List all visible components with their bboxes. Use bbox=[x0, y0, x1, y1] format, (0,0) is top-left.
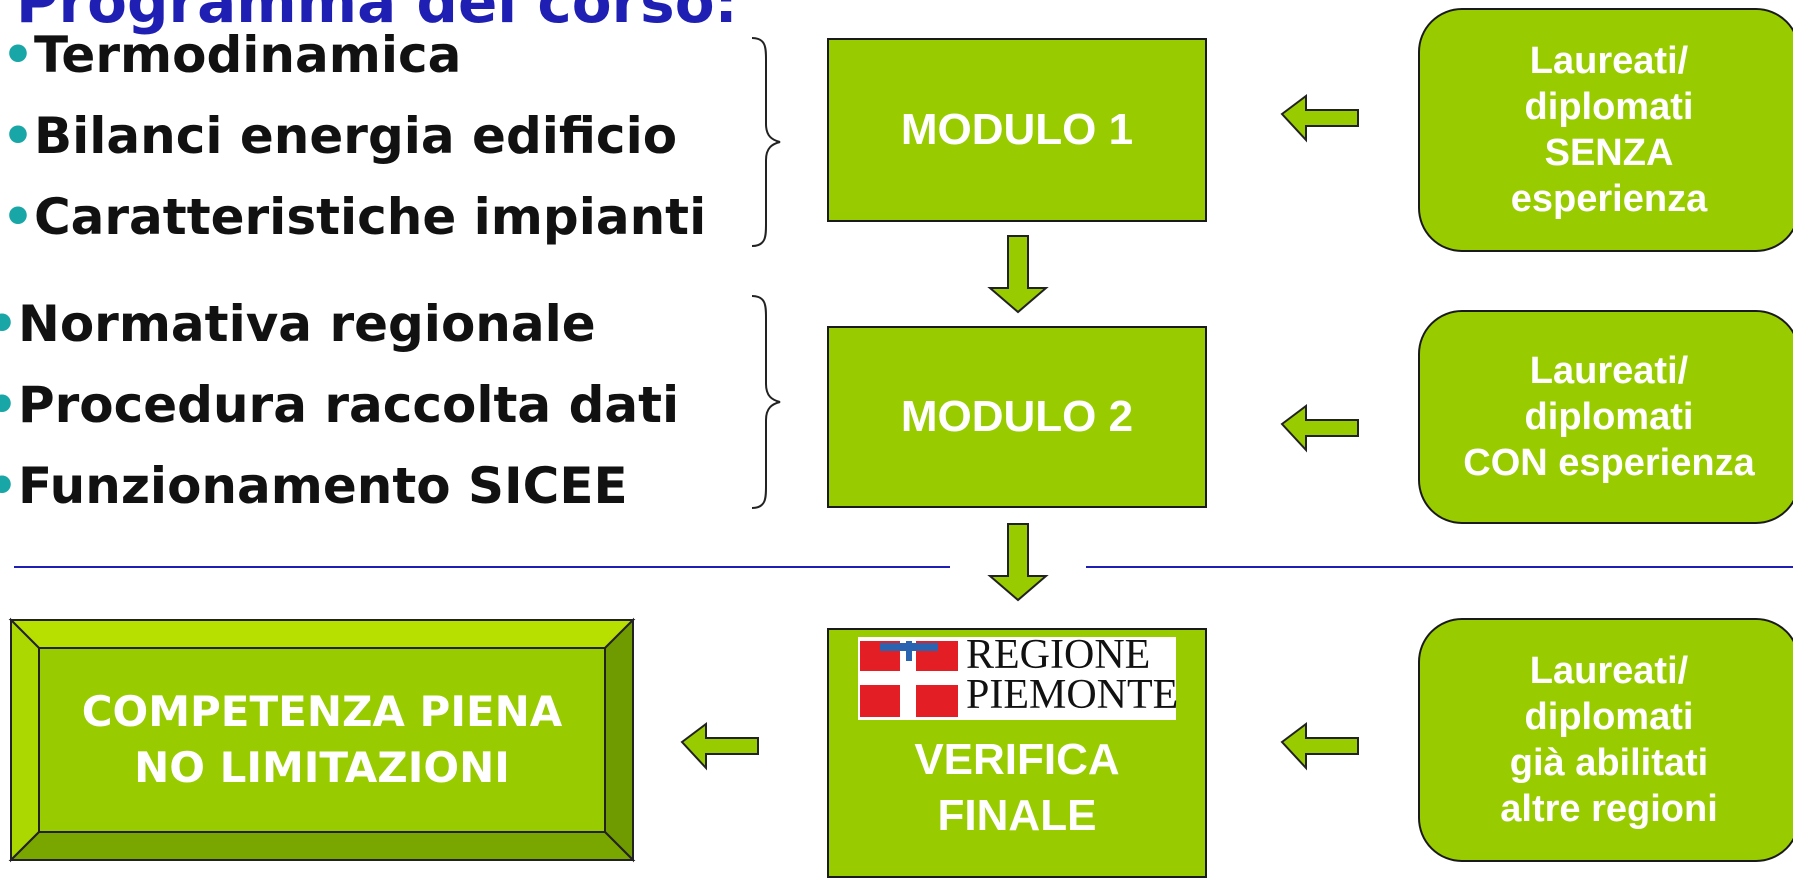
audience-box-gia-abilitati: Laureati/ diplomati già abilitati altre … bbox=[1418, 618, 1793, 862]
audience-line: CON esperienza bbox=[1463, 442, 1755, 484]
logo-line-regione: REGIONE bbox=[966, 632, 1151, 678]
bullet-dot: • bbox=[2, 188, 34, 246]
logo-wordmark: REGIONE PIEMONTE bbox=[966, 632, 1179, 718]
audience-line: già abilitati bbox=[1509, 742, 1709, 784]
topic-caratteristiche-impianti: Caratteristiche impianti bbox=[33, 188, 707, 246]
audience-line: SENZA bbox=[1544, 132, 1674, 174]
brace-group1 bbox=[751, 37, 781, 247]
left-arrow-1 bbox=[1280, 94, 1359, 143]
topic-bilanci-energia: Bilanci energia edificio bbox=[33, 107, 678, 165]
down-arrow-1 bbox=[987, 235, 1049, 314]
result-box: COMPETENZA PIENA NO LIMITAZIONI bbox=[11, 620, 633, 860]
bullet-dot: • bbox=[2, 26, 34, 84]
down-arrow-2 bbox=[987, 523, 1049, 602]
module-2-label: MODULO 2 bbox=[900, 392, 1134, 441]
audience-box-con-esperienza: Laureati/ diplomati CON esperienza bbox=[1418, 310, 1793, 524]
logo-line-piemonte: PIEMONTE bbox=[966, 672, 1179, 718]
left-arrow-3 bbox=[1280, 722, 1359, 771]
topic-normativa-regionale: Normativa regionale bbox=[17, 295, 596, 353]
audience-line: esperienza bbox=[1510, 178, 1708, 220]
bullet-item: •Termodinamica bbox=[2, 25, 461, 85]
audience-box-senza-esperienza: Laureati/ diplomati SENZA esperienza bbox=[1418, 8, 1793, 252]
left-arrow-2 bbox=[1280, 404, 1359, 453]
left-arrow-4 bbox=[680, 722, 759, 771]
topic-procedura-raccolta: Procedura raccolta dati bbox=[17, 376, 680, 434]
topic-termodinamica: Termodinamica bbox=[33, 26, 462, 84]
bullet-item: •Procedura raccolta dati bbox=[0, 375, 679, 435]
result-line-competenza: COMPETENZA PIENA bbox=[81, 687, 563, 736]
topic-funzionamento-sicee: Funzionamento SICEE bbox=[17, 457, 628, 515]
result-bevel-frame bbox=[8, 617, 636, 863]
piemonte-flag-icon bbox=[858, 637, 960, 720]
module-1-box: MODULO 1 bbox=[827, 38, 1207, 222]
finale-line: FINALE bbox=[937, 791, 1097, 840]
verifica-line: VERIFICA bbox=[914, 735, 1120, 784]
module-1-label: MODULO 1 bbox=[900, 105, 1134, 154]
module-2-box: MODULO 2 bbox=[827, 326, 1207, 508]
audience-line: Laureati/ bbox=[1529, 650, 1689, 692]
final-verification-label: VERIFICA FINALE bbox=[914, 732, 1119, 844]
regione-piemonte-logo: REGIONE PIEMONTE bbox=[858, 632, 1179, 720]
audience-line: Laureati/ bbox=[1529, 350, 1689, 392]
course-program-heading: Programma del corso: bbox=[16, 0, 738, 36]
audience-line: Laureati/ bbox=[1529, 40, 1689, 82]
bullet-dot: • bbox=[2, 107, 34, 165]
bullet-item: •Bilanci energia edificio bbox=[2, 106, 677, 166]
audience-line: diplomati bbox=[1524, 696, 1694, 738]
audience-line: diplomati bbox=[1524, 396, 1694, 438]
result-line-limitazioni: NO LIMITAZIONI bbox=[134, 743, 510, 792]
bullet-dot: • bbox=[0, 457, 18, 515]
bullet-dot: • bbox=[0, 376, 18, 434]
bullet-item: •Caratteristiche impianti bbox=[2, 187, 706, 247]
bullet-item: •Funzionamento SICEE bbox=[0, 456, 628, 516]
audience-line: altre regioni bbox=[1500, 788, 1718, 830]
bullet-dot: • bbox=[0, 295, 18, 353]
audience-line: diplomati bbox=[1524, 86, 1694, 128]
bullet-item: •Normativa regionale bbox=[0, 294, 596, 354]
brace-group2 bbox=[751, 295, 781, 509]
